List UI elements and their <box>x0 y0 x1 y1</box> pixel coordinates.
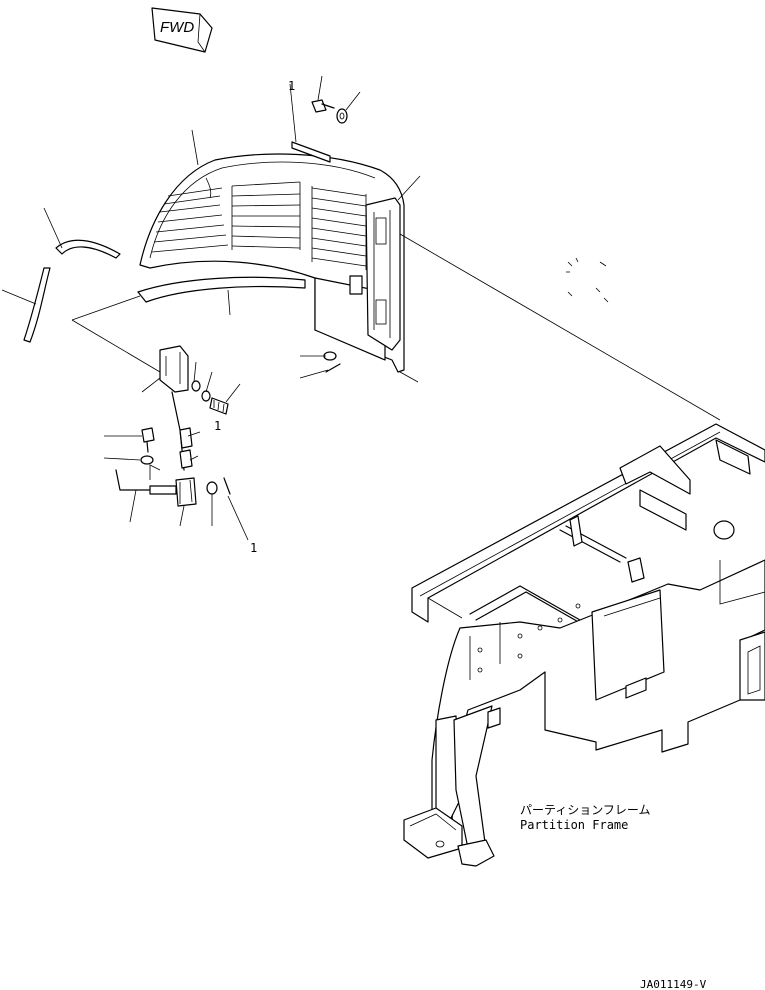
top-fasteners: 1 <box>288 79 348 163</box>
partition-frame <box>403 423 765 867</box>
leader-lines <box>1 75 721 541</box>
cover-lower-fasteners <box>323 351 341 373</box>
callout-bolt-mid: 1 <box>214 419 221 433</box>
seal-strips <box>23 239 306 343</box>
loose-hardware-dots <box>566 257 609 303</box>
callout-bolt-top: 1 <box>288 79 295 93</box>
fwd-label: FWD <box>160 19 194 36</box>
frame-label-english: Partition Frame <box>520 818 628 832</box>
forward-direction-arrow: FWD <box>151 7 213 53</box>
drawing-code: JA011149-V <box>640 978 707 990</box>
callout-pin-bottom: 1 <box>250 541 257 555</box>
latch-assembly: 1 <box>115 427 257 555</box>
radiator-grille-cover <box>139 153 405 373</box>
frame-label-japanese: パーティションフレーム <box>520 803 651 817</box>
hinge-bracket-assembly: 1 <box>159 345 229 471</box>
